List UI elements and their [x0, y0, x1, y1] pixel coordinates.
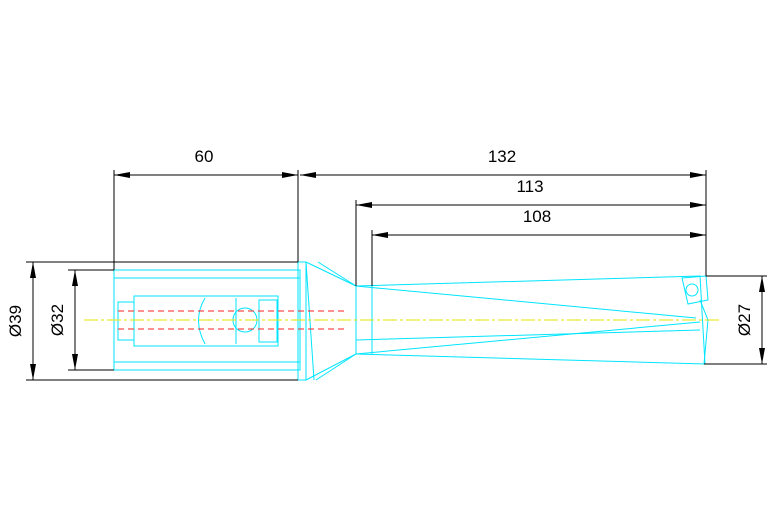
arrowhead — [759, 276, 765, 292]
clamping-flat — [133, 295, 279, 347]
arrowhead — [759, 348, 765, 364]
arrowhead — [690, 232, 706, 238]
dimension-132: 132 — [300, 147, 707, 276]
insert-screw — [685, 283, 699, 297]
flute-edge-top — [355, 285, 697, 319]
arrowhead — [30, 364, 36, 380]
flat-end-step — [258, 299, 278, 343]
cone-transition — [305, 261, 357, 381]
dimension-label-dia-27: Ø27 — [735, 304, 754, 336]
dimension-label-113: 113 — [516, 177, 543, 196]
dimension-label-108: 108 — [523, 207, 551, 226]
shank-end-step — [117, 301, 135, 341]
dimension-60: 60 — [113, 147, 299, 270]
dimension-108: 108 — [371, 207, 706, 286]
arrowhead — [114, 172, 130, 178]
arrowhead — [372, 232, 388, 238]
dimension-dia-32: Ø32 — [48, 269, 114, 371]
flat-arc — [198, 297, 206, 345]
dimension-label-60: 60 — [195, 147, 214, 166]
flute-edge-bottom — [355, 321, 701, 355]
arrowhead — [72, 270, 78, 286]
dimension-113: 113 — [355, 177, 706, 286]
arrowhead — [72, 354, 78, 370]
cone-edge-c — [317, 261, 357, 287]
flute-body — [355, 275, 706, 365]
arrowhead — [690, 202, 706, 208]
dimension-dia-27: Ø27 — [704, 275, 767, 365]
cone-edge-b — [315, 353, 357, 381]
dimension-dia-39: Ø39 — [6, 261, 298, 381]
arrowhead — [356, 202, 372, 208]
dimension-label-dia-39: Ø39 — [6, 305, 25, 337]
dimension-label-132: 132 — [488, 147, 516, 166]
dimension-label-dia-32: Ø32 — [48, 304, 67, 336]
arrowhead — [30, 262, 36, 278]
arrowhead — [282, 172, 298, 178]
flange — [297, 261, 307, 381]
arrowhead — [690, 172, 706, 178]
cone-edge-a — [305, 261, 315, 381]
drill-outline — [113, 261, 709, 381]
cutting-insert — [681, 275, 709, 305]
flute-edge-inner — [355, 329, 701, 341]
arrowhead — [300, 172, 316, 178]
